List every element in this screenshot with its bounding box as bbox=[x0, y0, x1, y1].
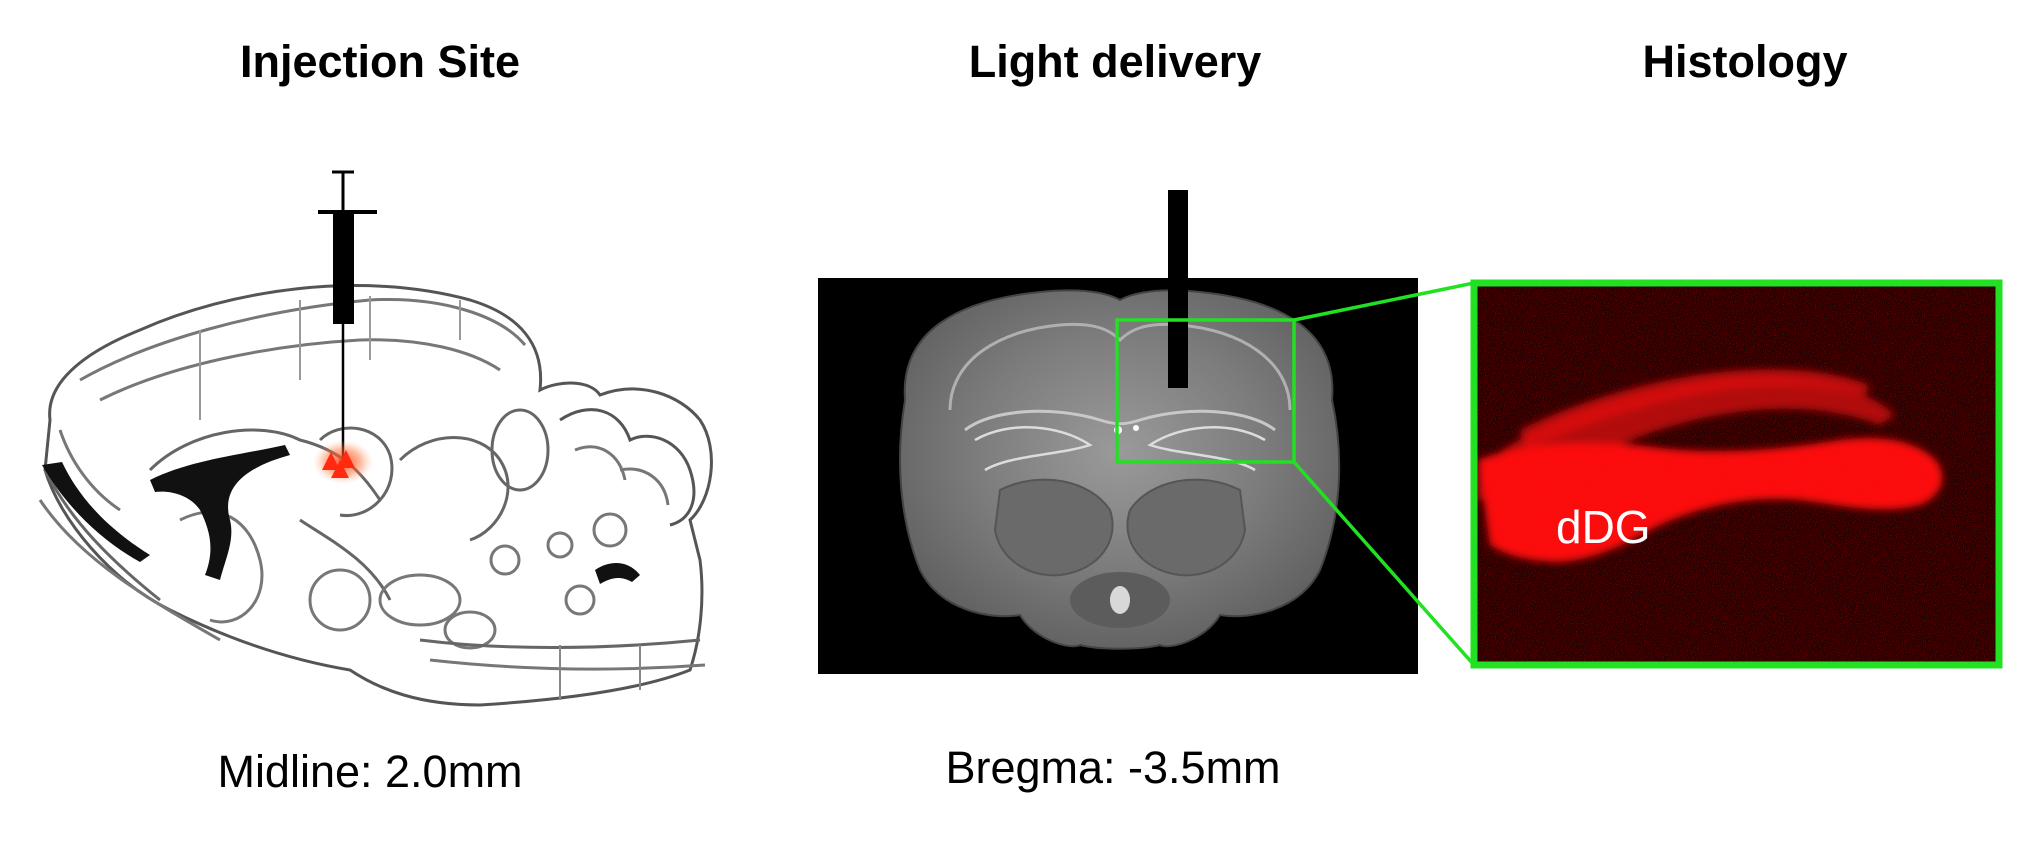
syringe-icon bbox=[318, 172, 377, 458]
injection-site-caption: Midline: 2.0mm bbox=[170, 746, 570, 798]
light-delivery-caption: Bregma: -3.5mm bbox=[913, 742, 1313, 794]
sagittal-brain-atlas bbox=[40, 286, 711, 705]
injection-target-icon bbox=[313, 440, 373, 484]
dentate-gyrus-label: dDG bbox=[1556, 501, 1651, 553]
histology-image bbox=[1474, 283, 1999, 665]
optic-fiber-icon bbox=[1168, 190, 1188, 388]
